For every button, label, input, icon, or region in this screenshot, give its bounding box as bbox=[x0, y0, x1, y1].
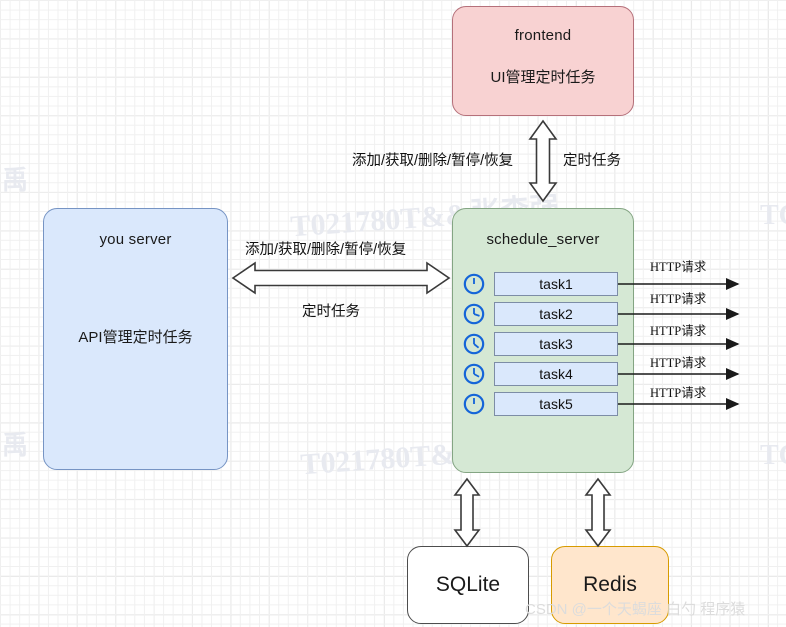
background-watermark: TC bbox=[760, 200, 786, 231]
you-server-subtitle: API管理定时任务 bbox=[78, 329, 193, 346]
clock-icon bbox=[463, 363, 485, 385]
task-row[interactable]: task2 bbox=[453, 299, 633, 329]
task-row[interactable]: task1 bbox=[453, 269, 633, 299]
node-sqlite[interactable]: SQLite bbox=[407, 546, 529, 624]
node-you-server[interactable]: you server API管理定时任务 bbox=[43, 208, 228, 470]
background-watermark: 禹 bbox=[2, 431, 29, 460]
clock-icon bbox=[463, 273, 485, 295]
background-watermark: TC bbox=[760, 440, 786, 471]
edge-label-http-request: HTTP请求 bbox=[650, 356, 707, 370]
you-server-title: you server bbox=[99, 231, 172, 248]
frontend-subtitle: UI管理定时任务 bbox=[490, 69, 596, 86]
sqlite-label: SQLite bbox=[435, 573, 501, 596]
task-row[interactable]: task3 bbox=[453, 329, 633, 359]
background-watermark: 禹 bbox=[2, 166, 29, 195]
frontend-title: frontend bbox=[514, 27, 572, 44]
task-list: task1 task2 bbox=[453, 269, 633, 419]
redis-label: Redis bbox=[583, 573, 637, 596]
edge-label-frontend-right: 定时任务 bbox=[563, 153, 621, 169]
arrow-frontend-schedule bbox=[528, 119, 558, 203]
csdn-watermark: CSDN @一个天蝎座 白勺 程序猿 bbox=[525, 601, 746, 618]
task-box[interactable]: task1 bbox=[494, 272, 618, 296]
task-box[interactable]: task5 bbox=[494, 392, 618, 416]
edge-label-http-request: HTTP请求 bbox=[650, 386, 707, 400]
task-box[interactable]: task4 bbox=[494, 362, 618, 386]
edge-label-youserver-top: 添加/获取/删除/暂停/恢复 bbox=[245, 242, 407, 258]
edge-label-youserver-bottom: 定时任务 bbox=[302, 304, 360, 320]
clock-icon bbox=[463, 333, 485, 355]
node-schedule-server[interactable]: schedule_server task1 bbox=[452, 208, 634, 473]
arrow-youserver-schedule bbox=[231, 261, 451, 295]
clock-icon bbox=[463, 393, 485, 415]
task-box[interactable]: task2 bbox=[494, 302, 618, 326]
edge-label-http-request: HTTP请求 bbox=[650, 260, 707, 274]
task-row[interactable]: task5 bbox=[453, 389, 633, 419]
edge-label-http-request: HTTP请求 bbox=[650, 292, 707, 306]
edge-label-http-request: HTTP请求 bbox=[650, 324, 707, 338]
task-box[interactable]: task3 bbox=[494, 332, 618, 356]
node-redis[interactable]: Redis bbox=[551, 546, 669, 624]
arrow-schedule-redis bbox=[584, 477, 612, 548]
arrow-schedule-sqlite bbox=[453, 477, 481, 548]
clock-icon bbox=[463, 303, 485, 325]
edge-label-frontend-left: 添加/获取/删除/暂停/恢复 bbox=[352, 153, 514, 169]
task-row[interactable]: task4 bbox=[453, 359, 633, 389]
node-frontend[interactable]: frontend UI管理定时任务 bbox=[452, 6, 634, 116]
schedule-server-title: schedule_server bbox=[486, 231, 600, 248]
